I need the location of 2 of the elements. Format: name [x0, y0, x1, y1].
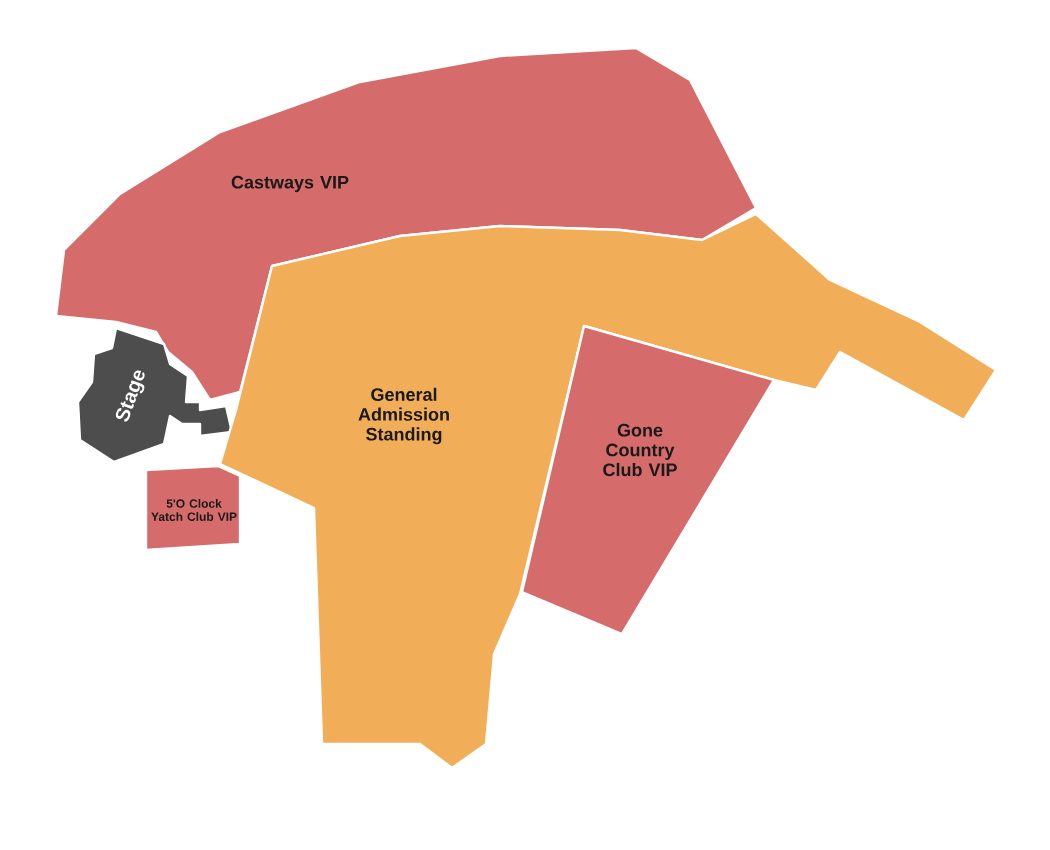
stage-platform: Stage: [76, 326, 234, 464]
seating-section: Gone Country Club VIP: [520, 324, 776, 636]
